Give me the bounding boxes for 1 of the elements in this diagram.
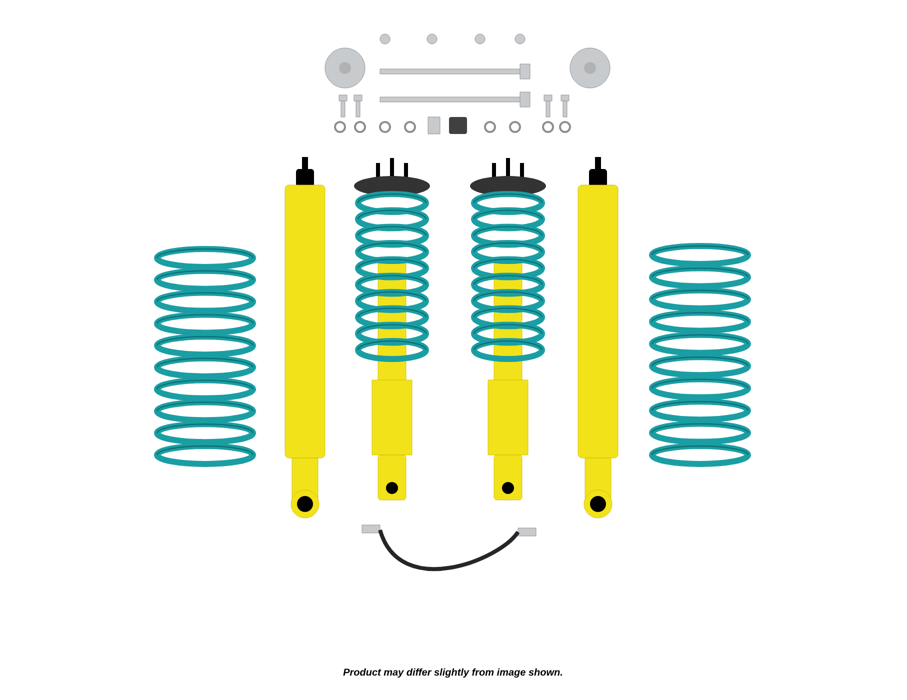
caption: Product may differ slightly from image shown. xyxy=(343,668,562,678)
